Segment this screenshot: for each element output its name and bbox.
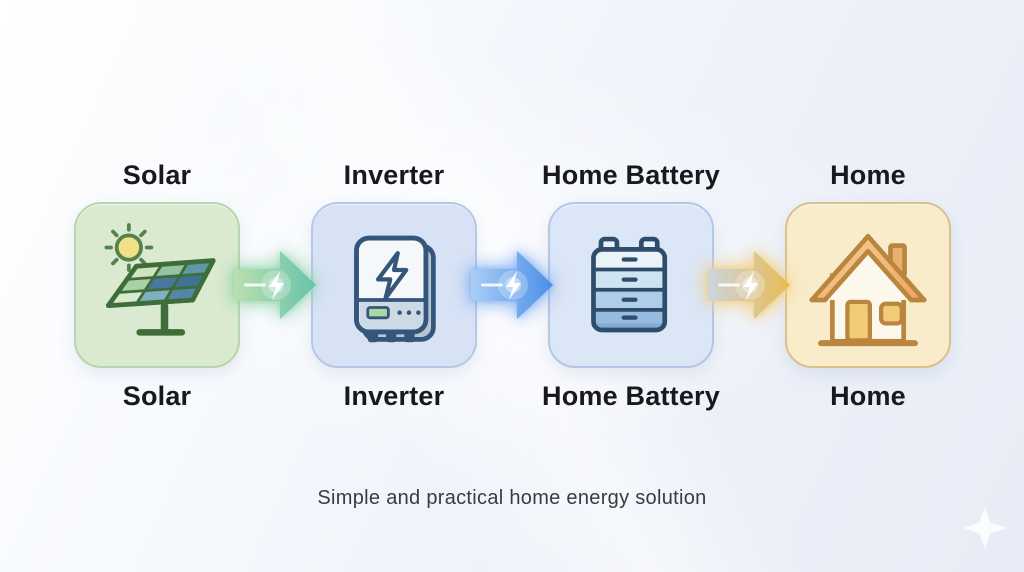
stage-home: Home <box>785 146 951 412</box>
solar-label-bottom: Solar <box>122 381 192 411</box>
house-icon <box>809 233 927 347</box>
lightning-bolt-arrow-icon <box>708 251 790 319</box>
arrow-inverter-to-battery <box>471 146 553 368</box>
solar-label-top: Solar <box>122 160 192 190</box>
home-label-top: Home <box>830 160 906 190</box>
arrow-solar-to-inverter <box>234 146 316 368</box>
lightning-bolt-arrow-icon <box>234 251 316 319</box>
home-battery-box <box>548 202 714 368</box>
battery-label-bottom: Home Battery <box>542 381 720 411</box>
solar-panel-sun-icon <box>104 223 216 336</box>
sparkle-icon <box>963 506 1007 550</box>
stage-home-battery: Home Battery <box>542 146 720 412</box>
inverter-icon <box>354 235 436 343</box>
home-label-bottom: Home <box>830 381 906 411</box>
diagram-subtitle: Simple and practical home energy solutio… <box>317 487 707 509</box>
battery-label-top: Home Battery <box>542 160 720 190</box>
inverter-label-bottom: Inverter <box>343 381 445 411</box>
arrow-battery-to-home <box>708 146 790 368</box>
lightning-bolt-arrow-icon <box>471 251 553 319</box>
stage-inverter: Inverter Inverter <box>311 146 477 412</box>
inverter-box <box>311 202 477 368</box>
inverter-label-top: Inverter <box>343 160 445 190</box>
home-battery-icon <box>591 236 668 333</box>
solar-box <box>74 202 240 368</box>
stage-solar: Solar <box>74 146 240 412</box>
home-box <box>785 202 951 368</box>
flow-row: Solar <box>74 146 951 412</box>
